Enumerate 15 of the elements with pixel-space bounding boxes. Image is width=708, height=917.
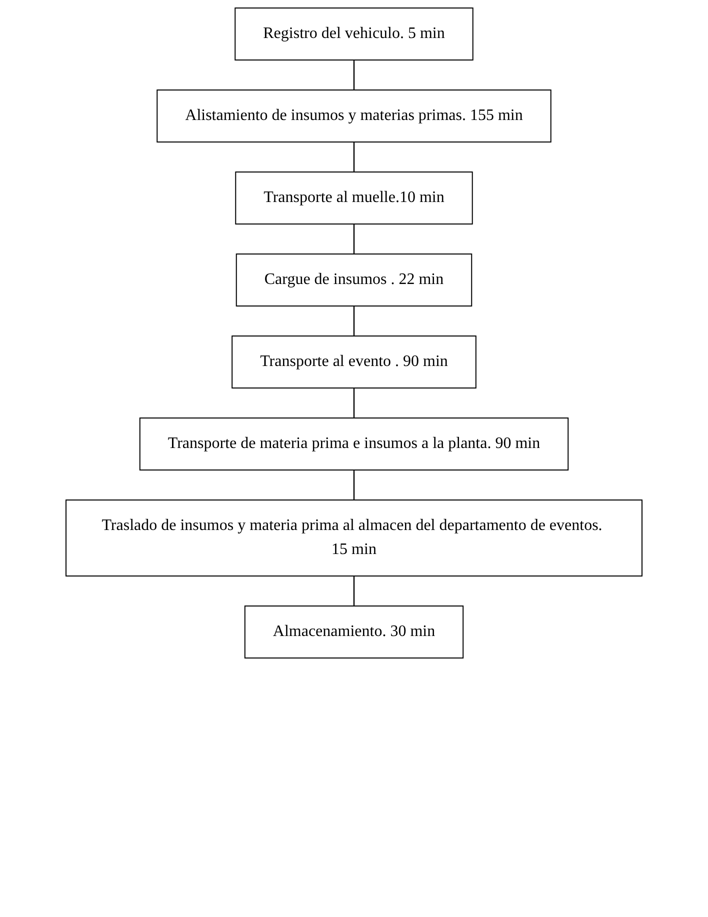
node-box: Traslado de insumos y materia prima al almacen del departamento de eventos. 15 min: [66, 500, 642, 576]
node-box: Cargue de insumos . 22 min: [236, 254, 472, 306]
connector: [353, 306, 355, 336]
node-box: Alistamiento de insumos y materias primas. 155 min: [156, 90, 552, 142]
node-box: Transporte de materia prima e insumos a la planta. 90 min: [139, 418, 569, 470]
connector: [353, 470, 355, 500]
node-box: Transporte al muelle.10 min: [235, 172, 473, 224]
connector: [353, 142, 355, 172]
connector: [353, 576, 355, 606]
node-box: Registro del vehiculo. 5 min: [234, 8, 474, 60]
connector: [353, 60, 355, 90]
node-box: Transporte al evento . 90 min: [232, 336, 476, 388]
node-box: Almacenamiento. 30 min: [244, 606, 464, 658]
connector: [353, 224, 355, 254]
connector: [353, 388, 355, 418]
